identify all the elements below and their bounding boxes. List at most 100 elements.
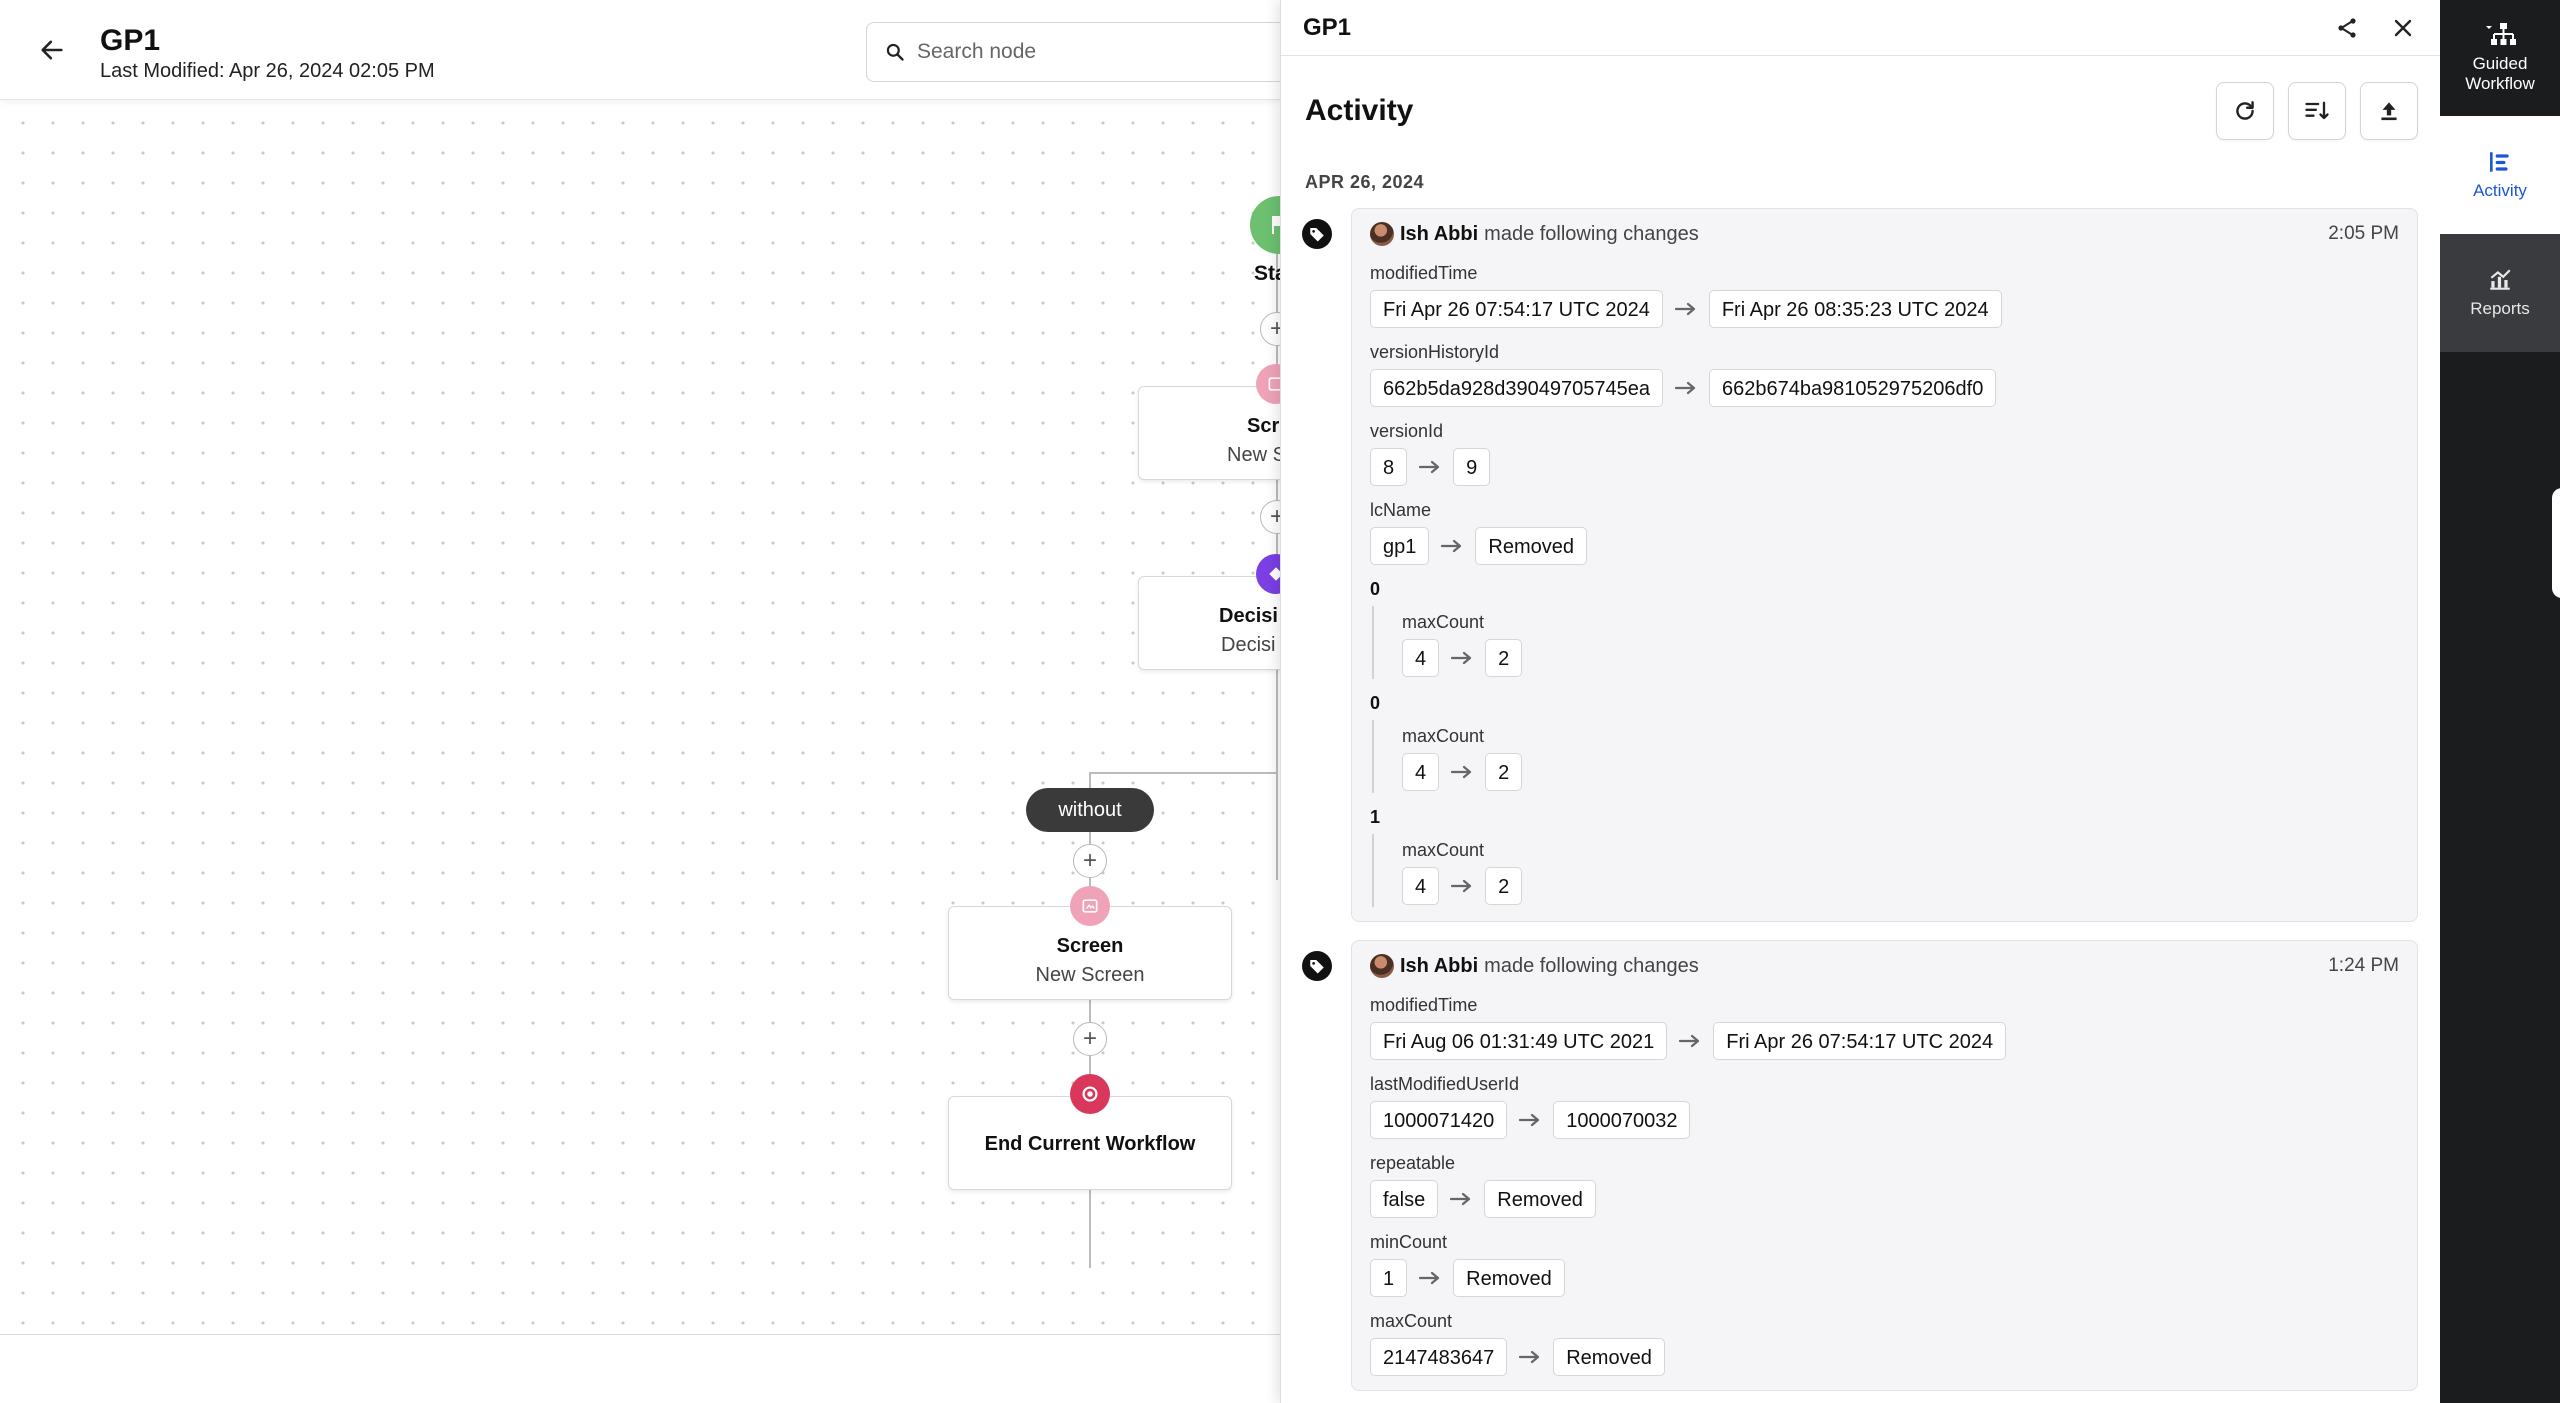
node-title: Decisi [1219,605,1278,627]
old-value: 4 [1402,867,1440,905]
old-value: 1000071420 [1370,1101,1508,1139]
field-name: versionId [1370,421,1444,441]
action-text: made following changes [1484,954,1699,977]
close-icon [2394,19,2412,36]
action-text: made following changes [1484,222,1699,245]
field-name: modifiedTime [1370,263,1478,283]
change-row: Fri Apr 26 07:54:17 UTC 2024 Fri Apr 26 0… [1370,290,2399,328]
field-name: lcName [1370,500,1432,520]
workflow-canvas[interactable]: Sta + Scr New S + Decisi Decisi without … [0,100,1338,1334]
tag-icon-badge [1302,951,1332,981]
connector-line [1089,772,1091,1268]
arrow-right-icon [1674,302,1695,316]
panel-resize-handle[interactable] [2552,488,2560,598]
connector-line [1090,772,1278,774]
node-title: Screen [1056,935,1124,957]
rail-label: Guided Workflow [2465,53,2535,93]
node-title: Scr [1247,415,1280,437]
new-value: 2 [1485,639,1523,677]
old-value: Fri Apr 26 07:54:17 UTC 2024 [1370,290,1663,328]
old-value: 1 [1370,1259,1408,1297]
canvas-footer [0,1334,1280,1403]
user-name[interactable]: Ish Abbi [1400,954,1479,977]
add-node-button[interactable]: + [1073,844,1107,878]
close-button[interactable] [2388,13,2418,43]
arrow-right-icon [1419,460,1440,474]
workflow-title: GP1 [100,24,161,57]
node-subtitle: Decisi [1221,634,1276,656]
avatar [1370,954,1394,978]
new-value: 1000070032 [1553,1101,1691,1139]
new-value: 9 [1453,448,1491,486]
right-rail: Guided Workflow Activity Reports [2440,0,2560,1403]
panel-title: GP1 [1303,13,1352,41]
screen-icon [1082,899,1098,913]
new-value: Fri Apr 26 08:35:23 UTC 2024 [1708,290,2002,328]
field-name: maxCount [1402,726,1485,746]
new-value: 2 [1485,867,1523,905]
new-value: 2 [1485,753,1523,791]
search-input[interactable] [917,40,1247,64]
sort-button[interactable] [2288,82,2346,140]
arrow-right-icon [1451,879,1472,893]
date-heading: APR 26, 2024 [1305,172,1425,192]
arrow-right-icon [1519,1350,1540,1364]
new-value: Removed [1453,1259,1565,1297]
arrow-right-icon [1451,651,1472,665]
hierarchy-icon [2486,22,2516,45]
back-button[interactable] [30,28,74,72]
search-box[interactable] [866,22,1286,82]
old-value: 4 [1402,639,1440,677]
old-value: 4 [1402,753,1440,791]
old-value: 8 [1370,448,1408,486]
new-value: Removed [1484,1180,1596,1218]
node-title: End Current Workflow [984,1133,1196,1155]
arrow-right-icon [1519,1113,1540,1127]
entry-time: 2:05 PM [2328,223,2399,244]
new-value: Removed [1553,1338,1665,1376]
rail-item-reports[interactable]: Reports [2440,234,2560,352]
share-icon [2338,17,2356,38]
rail-item-activity[interactable]: Activity [2440,116,2560,234]
rail-label: Reports [2470,298,2530,318]
sort-icon [2305,101,2329,120]
new-value: 662b674ba981052975206df0 [1708,369,1997,407]
end-node-icon [1070,1074,1110,1114]
change-row: 1000071420 1000070032 [1370,1101,2399,1139]
workflow-header: GP1 Last Modified: Apr 26, 2024 02:05 PM [0,0,1286,100]
field-name: minCount [1370,1232,1448,1252]
start-node-label: Sta [1254,262,1287,285]
old-value: gp1 [1370,527,1430,565]
refresh-button[interactable] [2216,82,2274,140]
export-button[interactable] [2360,82,2418,140]
group-index: 1 [1370,807,1381,827]
rail-item-guided-workflow[interactable]: Guided Workflow [2440,0,2560,116]
branch-label[interactable]: without [1026,788,1154,832]
activity-title: Activity [1305,94,1414,127]
field-name: versionHistoryId [1370,342,1500,362]
avatar [1370,222,1394,246]
panel-header: GP1 [1281,0,2440,56]
node-subtitle: New S [1227,444,1286,466]
rail-label: Activity [2473,180,2527,200]
share-button[interactable] [2332,13,2362,43]
change-row: 1 Removed [1370,1259,2399,1297]
user-name[interactable]: Ish Abbi [1400,222,1479,245]
old-value: false [1370,1180,1439,1218]
add-node-button[interactable]: + [1073,1022,1107,1056]
arrow-right-icon [1679,1034,1700,1048]
stop-icon [1082,1086,1098,1102]
